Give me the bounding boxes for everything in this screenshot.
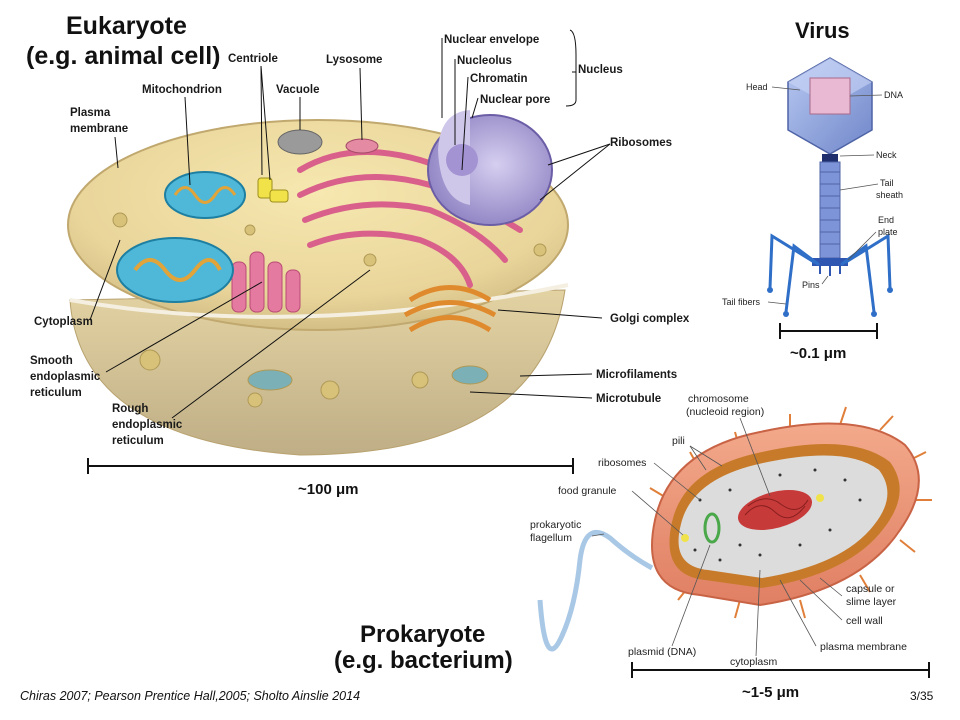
cut-surface-edge [69, 283, 569, 319]
eukaryote-title: Eukaryote [66, 12, 187, 40]
label-golgi-complex: Golgi complex [610, 313, 690, 325]
phage-dna [809, 77, 851, 115]
prok-label-flagellum-2: flagellum [530, 532, 572, 544]
prok-label-chromosome-2: (nucleoid region) [686, 406, 764, 418]
prokaryote-diagram: Prokaryote (e.g. bacterium) chromosome (… [334, 393, 932, 701]
label-lysosome: Lysosome [326, 54, 382, 66]
prok-label-food-granule: food granule [558, 485, 617, 497]
label-chromatin: Chromatin [470, 73, 528, 85]
mitochondrion-shape-1 [164, 171, 246, 219]
label-smooth-er-2: endoplasmic [30, 371, 101, 383]
label-rough-er-1: Rough [112, 403, 148, 415]
label-smooth-er-3: reticulum [30, 387, 82, 399]
prokaryote-subtitle: (e.g. bacterium) [334, 647, 513, 674]
prok-label-capsule-2: slime layer [846, 596, 897, 608]
label-plasma-membrane-2: membrane [70, 123, 128, 135]
page-number: 3/35 [910, 689, 934, 703]
prok-label-chromosome-1: chromosome [688, 393, 749, 405]
food-granule-shape [681, 534, 689, 542]
label-microfilaments: Microfilaments [596, 369, 677, 381]
label-nucleolus: Nucleolus [457, 55, 512, 67]
ribosome-dots [693, 468, 862, 562]
eukaryote-leader-lines [89, 29, 611, 419]
bacterium-illustration [537, 406, 932, 652]
phage-end-plate [812, 258, 848, 266]
virus-label-tail-sheath-2: sheath [876, 190, 903, 200]
bacteriophage-illustration [767, 57, 893, 317]
eukaryote-diagram: Eukaryote (e.g. animal cell) [26, 12, 690, 498]
prokaryote-leader-lines [591, 417, 843, 657]
lysosome-shape [345, 138, 379, 154]
prok-label-pili: pili [672, 435, 685, 447]
virus-label-tail-sheath-1: Tail [880, 178, 894, 188]
label-nucleus: Nucleus [578, 64, 623, 76]
eukaryote-scale-label: ~100 μm [298, 481, 358, 498]
label-vacuole: Vacuole [276, 84, 319, 96]
label-centriole: Centriole [228, 53, 278, 65]
nucleoid-shape [738, 490, 812, 530]
virus-label-end-plate-1: End [878, 215, 894, 225]
virus-leader-lines [767, 86, 883, 305]
prokaryote-scale-bar [631, 662, 930, 678]
label-rough-er-2: endoplasmic [112, 419, 183, 431]
prok-label-plasma-membrane: plasma membrane [820, 641, 907, 653]
nucleolus-shape [446, 144, 478, 176]
virus-title: Virus [795, 18, 850, 43]
cell-bottom-half [69, 289, 566, 456]
prok-label-capsule-1: capsule or [846, 583, 895, 595]
label-mitochondrion: Mitochondrion [142, 84, 222, 96]
eukaryote-scale-bar [87, 458, 574, 474]
centriole-shape [257, 177, 289, 203]
prok-label-plasmid: plasmid (DNA) [628, 646, 696, 658]
animal-cell-illustration [67, 110, 569, 456]
label-plasma-membrane-1: Plasma [70, 107, 111, 119]
eukaryote-subtitle: (e.g. animal cell) [26, 42, 221, 70]
label-smooth-er-1: Smooth [30, 355, 73, 367]
label-microtubule: Microtubule [596, 393, 661, 405]
vacuole-shape [277, 129, 323, 155]
virus-scale-bar [779, 323, 878, 339]
prokaryote-scale-label: ~1-5 μm [742, 684, 799, 701]
prok-label-cell-wall: cell wall [846, 615, 883, 627]
label-nuclear-envelope: Nuclear envelope [444, 34, 539, 46]
virus-label-dna: DNA [884, 90, 903, 100]
virus-label-neck: Neck [876, 150, 897, 160]
flagellum-shape [537, 530, 654, 652]
prok-label-flagellum-1: prokaryotic [530, 519, 581, 531]
phage-neck [822, 154, 838, 162]
label-rough-er-3: reticulum [112, 435, 164, 447]
label-ribosomes: Ribosomes [610, 137, 672, 149]
vesicles [112, 212, 547, 408]
prok-label-cytoplasm: cytoplasm [730, 656, 778, 668]
virus-scale-label: ~0.1 μm [790, 345, 846, 362]
label-nuclear-pore: Nuclear pore [480, 94, 550, 106]
citation: Chiras 2007; Pearson Prentice Hall,2005;… [20, 689, 360, 703]
plasmid-shape [703, 512, 721, 544]
virus-label-head: Head [746, 82, 768, 92]
mitochondrion-shape-2 [116, 237, 234, 303]
label-cytoplasm: Cytoplasm [34, 316, 93, 328]
prokaryote-title: Prokaryote [360, 621, 485, 648]
virus-label-end-plate-2: plate [878, 227, 898, 237]
virus-label-tail-fibers: Tail fibers [722, 297, 761, 307]
virus-label-pins: Pins [802, 280, 820, 290]
smooth-er-shape [231, 251, 301, 313]
virus-diagram: Virus [722, 18, 903, 362]
prok-label-ribosomes: ribosomes [598, 457, 646, 469]
golgi-shape [403, 285, 497, 333]
